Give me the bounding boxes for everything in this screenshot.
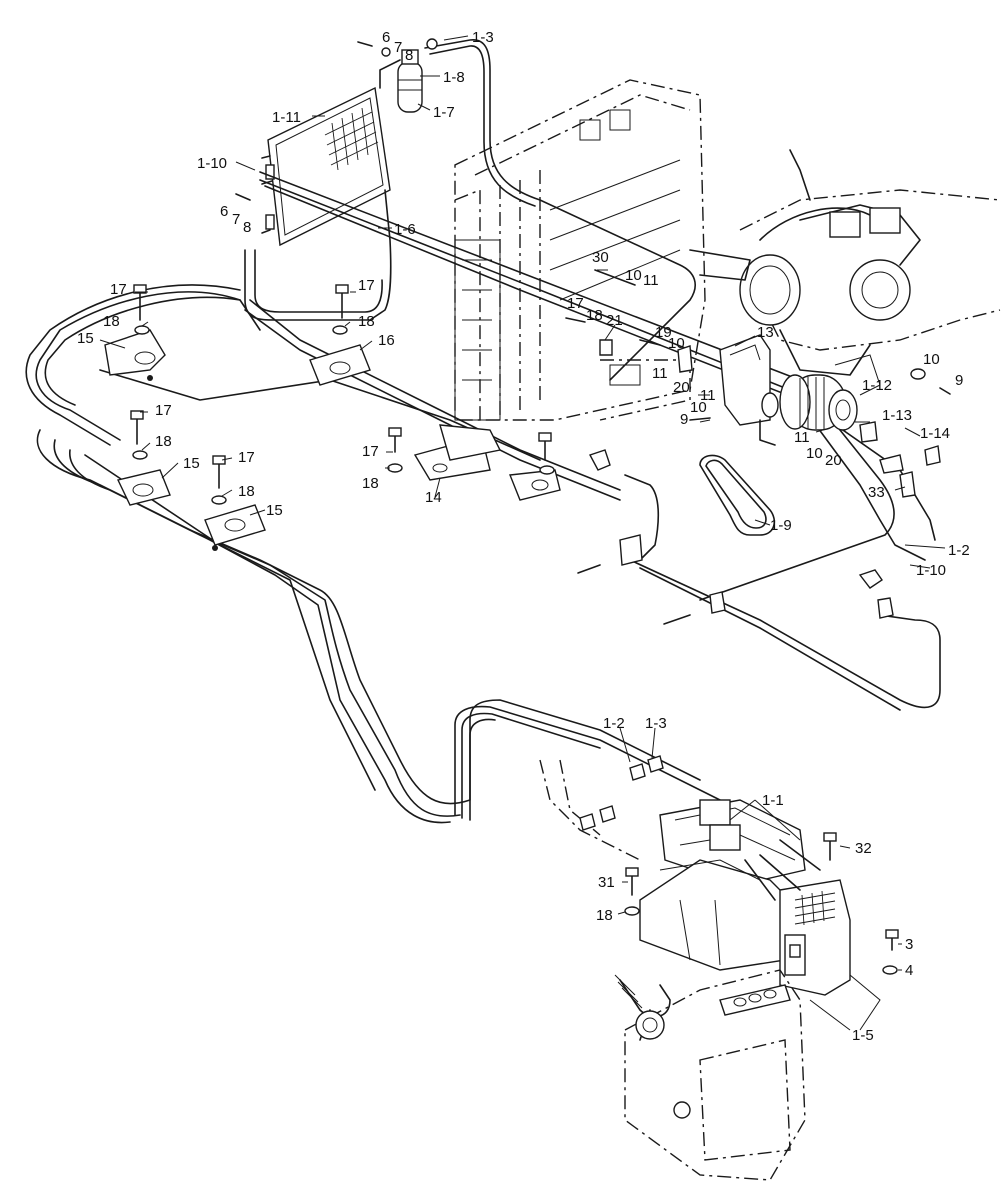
label-11-a: 11 xyxy=(643,272,659,289)
label-11-d: 11 xyxy=(794,429,810,446)
label-1-1: 1-1 xyxy=(762,792,784,809)
fasteners xyxy=(130,38,951,975)
label-30: 30 xyxy=(592,249,609,266)
label-31: 31 xyxy=(598,874,615,891)
label-4: 4 xyxy=(905,962,913,979)
control-console xyxy=(614,969,806,1181)
label-10-a: 10 xyxy=(625,267,642,284)
label-1-10-right: 1-10 xyxy=(916,562,946,579)
pipe-clamps xyxy=(104,329,561,551)
label-1-2-mid: 1-2 xyxy=(603,715,625,732)
label-11-b: 11 xyxy=(652,365,668,382)
compressor-bracket xyxy=(719,334,779,446)
label-8-top: 8 xyxy=(405,47,413,64)
label-10-e: 10 xyxy=(806,445,823,462)
label-17-d: 17 xyxy=(155,402,172,419)
leader-lines xyxy=(99,35,946,1031)
label-18-g: 18 xyxy=(596,907,613,924)
label-9-a: 9 xyxy=(680,411,688,428)
label-21: 21 xyxy=(606,312,623,329)
label-15-b: 15 xyxy=(183,455,200,472)
label-3: 3 xyxy=(905,936,913,953)
label-1-11: 1-11 xyxy=(272,109,301,126)
label-7-top: 7 xyxy=(394,39,402,56)
label-10-b: 10 xyxy=(668,335,685,352)
label-1-13: 1-13 xyxy=(882,407,912,424)
label-16: 16 xyxy=(378,332,395,349)
label-1-10-left: 1-10 xyxy=(197,155,227,172)
label-1-12: 1-12 xyxy=(862,377,892,394)
label-1-8: 1-8 xyxy=(443,69,465,86)
label-6-mid: 6 xyxy=(220,203,228,220)
compressor xyxy=(779,374,858,431)
label-17-e: 17 xyxy=(238,449,255,466)
hvac-unit xyxy=(639,799,851,996)
label-18-c: 18 xyxy=(358,313,375,330)
label-33: 33 xyxy=(868,484,885,501)
label-1-14: 1-14 xyxy=(920,425,950,442)
label-18-f: 18 xyxy=(362,475,379,492)
label-15-c: 15 xyxy=(266,502,283,519)
label-1-5: 1-5 xyxy=(852,1027,874,1044)
label-18-b: 18 xyxy=(103,313,120,330)
label-13: 13 xyxy=(757,324,774,341)
label-1-2-right: 1-2 xyxy=(948,542,970,559)
label-20-a: 20 xyxy=(673,379,690,396)
label-7-mid: 7 xyxy=(232,211,240,228)
label-1-3-mid: 1-3 xyxy=(645,715,667,732)
label-17-f: 17 xyxy=(362,443,379,460)
receiver-drier xyxy=(379,49,423,113)
label-32: 32 xyxy=(855,840,872,857)
label-20-b: 20 xyxy=(825,452,842,469)
label-18-d: 18 xyxy=(155,433,172,450)
label-10-c: 10 xyxy=(690,399,707,416)
callout-labels: 1-3 6 7 8 1-8 1-7 1-11 1-10 6 7 8 1-6 30… xyxy=(77,29,970,1044)
label-6-top: 6 xyxy=(382,29,390,46)
label-1-7: 1-7 xyxy=(433,104,455,121)
label-1-9: 1-9 xyxy=(770,517,792,534)
label-9-b: 9 xyxy=(955,372,963,389)
label-15-a: 15 xyxy=(77,330,94,347)
label-17-a: 17 xyxy=(567,295,584,312)
refrigerant-pipes xyxy=(25,39,941,861)
condenser-assembly xyxy=(261,86,391,247)
label-18-e: 18 xyxy=(238,483,255,500)
label-11-c: 11 xyxy=(700,387,716,404)
label-10-d-top: 10 xyxy=(923,351,940,368)
label-14: 14 xyxy=(425,489,442,506)
label-8-mid: 8 xyxy=(243,219,251,236)
label-17-c: 17 xyxy=(358,277,375,294)
label-19: 19 xyxy=(655,324,672,341)
engine-block-outline xyxy=(454,79,1001,421)
label-1-6: 1-6 xyxy=(394,221,416,238)
label-1-3-top: 1-3 xyxy=(472,29,494,46)
label-17-b: 17 xyxy=(110,281,127,298)
label-18-a: 18 xyxy=(586,307,603,324)
